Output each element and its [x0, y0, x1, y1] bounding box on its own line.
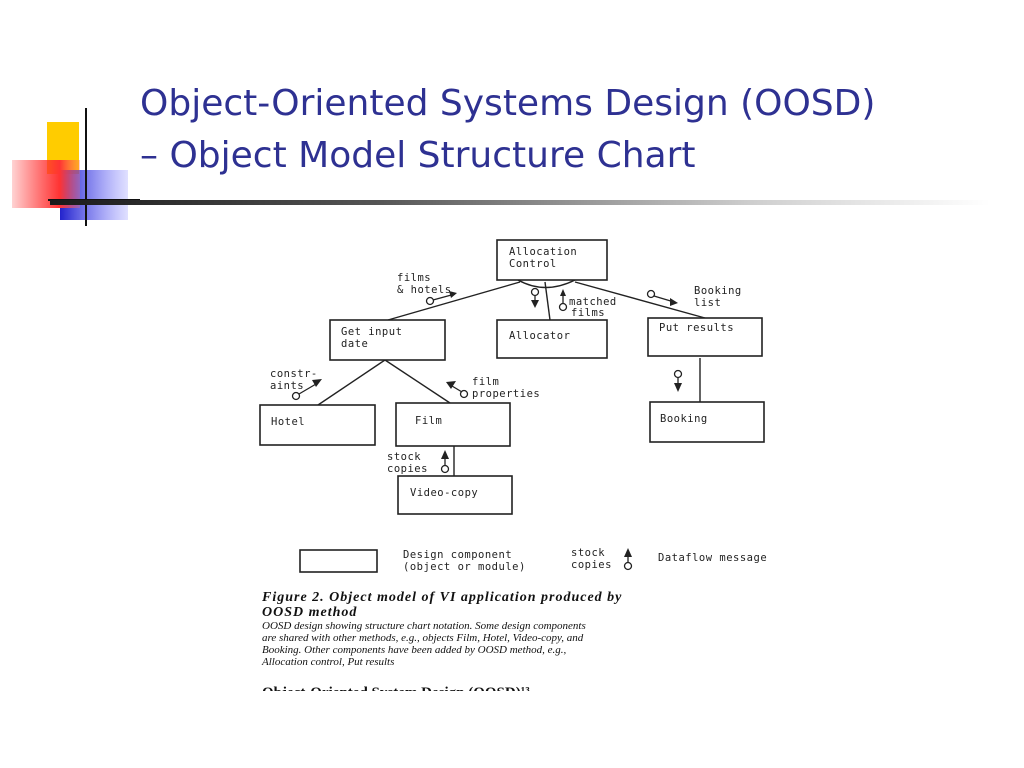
slide-title-line-1: Object-Oriented Systems Design (OOSD) — [140, 83, 876, 124]
caption-title: OOSD method — [262, 605, 357, 620]
cut-off-heading: Object-Oriented System Design (OOSD)¹³ — [262, 685, 530, 701]
dataflow-circle-icon — [440, 464, 450, 474]
dataflow-circle-icon — [646, 289, 656, 299]
caption-text: OOSD design showing structure chart nota… — [262, 620, 586, 632]
arrowhead-icon — [674, 383, 682, 392]
dataflow-label: list — [694, 297, 721, 309]
caption-text: Booking. Other components have been adde… — [262, 644, 567, 656]
dataflow-label: properties — [472, 388, 540, 400]
arrowhead-icon — [446, 381, 456, 389]
dataflow-to-allocator — [530, 287, 540, 308]
dataflow-label: films — [397, 272, 431, 284]
dataflow-film-properties: film properties — [446, 376, 540, 400]
legend-label: Design component — [403, 549, 512, 561]
node-label: date — [341, 338, 368, 350]
node-label: Allocator — [509, 330, 570, 342]
node-allocation-control: Allocation Control — [496, 239, 608, 281]
caption-text: are shared with other methods, e.g., obj… — [262, 632, 584, 644]
legend-label: (object or module) — [403, 561, 526, 573]
dataflow-label: constr- — [270, 368, 318, 380]
arrowhead-icon — [441, 450, 449, 459]
section-heading-cropped: Object-Oriented System Design (OOSD)¹³ — [262, 685, 530, 701]
arrowhead-icon — [531, 300, 539, 308]
arrowhead-icon — [312, 379, 322, 387]
dataflow-constraints: constr- aints — [270, 368, 322, 401]
node-label: Put results — [659, 322, 734, 334]
node-label: Video-copy — [410, 487, 478, 499]
dataflow-label: stock — [387, 451, 421, 463]
figure-caption: Figure 2. Object model of VI application… — [261, 590, 622, 668]
node-label: Hotel — [271, 416, 305, 428]
node-film: Film — [395, 402, 511, 447]
node-allocator: Allocator — [496, 319, 608, 359]
dataflow-label: matched — [569, 296, 617, 308]
legend-box-swatch — [299, 549, 378, 573]
dataflow-circle-icon — [291, 391, 301, 401]
node-label: Allocation — [509, 246, 577, 258]
arrowhead-icon — [449, 291, 457, 298]
dataflow-matched-films: matched films — [558, 289, 617, 319]
dataflow-circle-icon — [623, 561, 633, 571]
dataflow-circle-icon — [530, 287, 540, 297]
connector-lines — [317, 279, 706, 476]
node-booking: Booking — [649, 401, 765, 443]
legend: Design component (object or module) stoc… — [299, 547, 767, 573]
dataflow-circle-icon — [558, 302, 568, 312]
title-underline — [50, 200, 990, 205]
node-video-copy: Video-copy — [397, 475, 513, 515]
dataflow-circle-icon — [673, 369, 683, 379]
dataflow-circle-icon — [459, 389, 469, 399]
node-put-results: Put results — [647, 317, 763, 357]
dataflow-label: copies — [387, 463, 428, 475]
dataflow-stock-copies: stock copies — [387, 450, 450, 475]
dataflow-label: Booking — [694, 285, 742, 297]
arrowhead-icon — [560, 289, 566, 296]
slide-title-line-2: – Object Model Structure Chart — [140, 135, 696, 176]
dataflow-booking-list: Booking list — [646, 285, 742, 309]
node-label: Control — [509, 258, 557, 270]
dataflow-to-booking — [673, 369, 683, 392]
dataflow-circle-icon — [425, 296, 435, 306]
legend-label: Dataflow message — [658, 552, 767, 564]
node-get-input-date: Get input date — [329, 319, 446, 361]
node-label: Get input — [341, 326, 402, 338]
dataflow-label: aints — [270, 380, 304, 392]
dataflow-label: & hotels — [397, 284, 452, 296]
legend-label: stock — [571, 547, 605, 559]
dataflow-label: film — [472, 376, 499, 388]
dataflow-label: films — [571, 307, 605, 319]
node-hotel: Hotel — [259, 404, 376, 446]
arrowhead-icon — [624, 548, 632, 557]
node-label: Film — [415, 415, 442, 427]
slide-title: Object-Oriented Systems Design (OOSD) – … — [140, 78, 1000, 182]
legend-label: copies — [571, 559, 612, 571]
caption-title: Figure 2. Object model of VI application… — [261, 590, 622, 605]
dataflow-films-hotels: films & hotels — [397, 272, 457, 306]
arrowhead-icon — [670, 298, 678, 306]
caption-text: Allocation control, Put results — [261, 656, 394, 668]
node-label: Booking — [660, 413, 708, 425]
